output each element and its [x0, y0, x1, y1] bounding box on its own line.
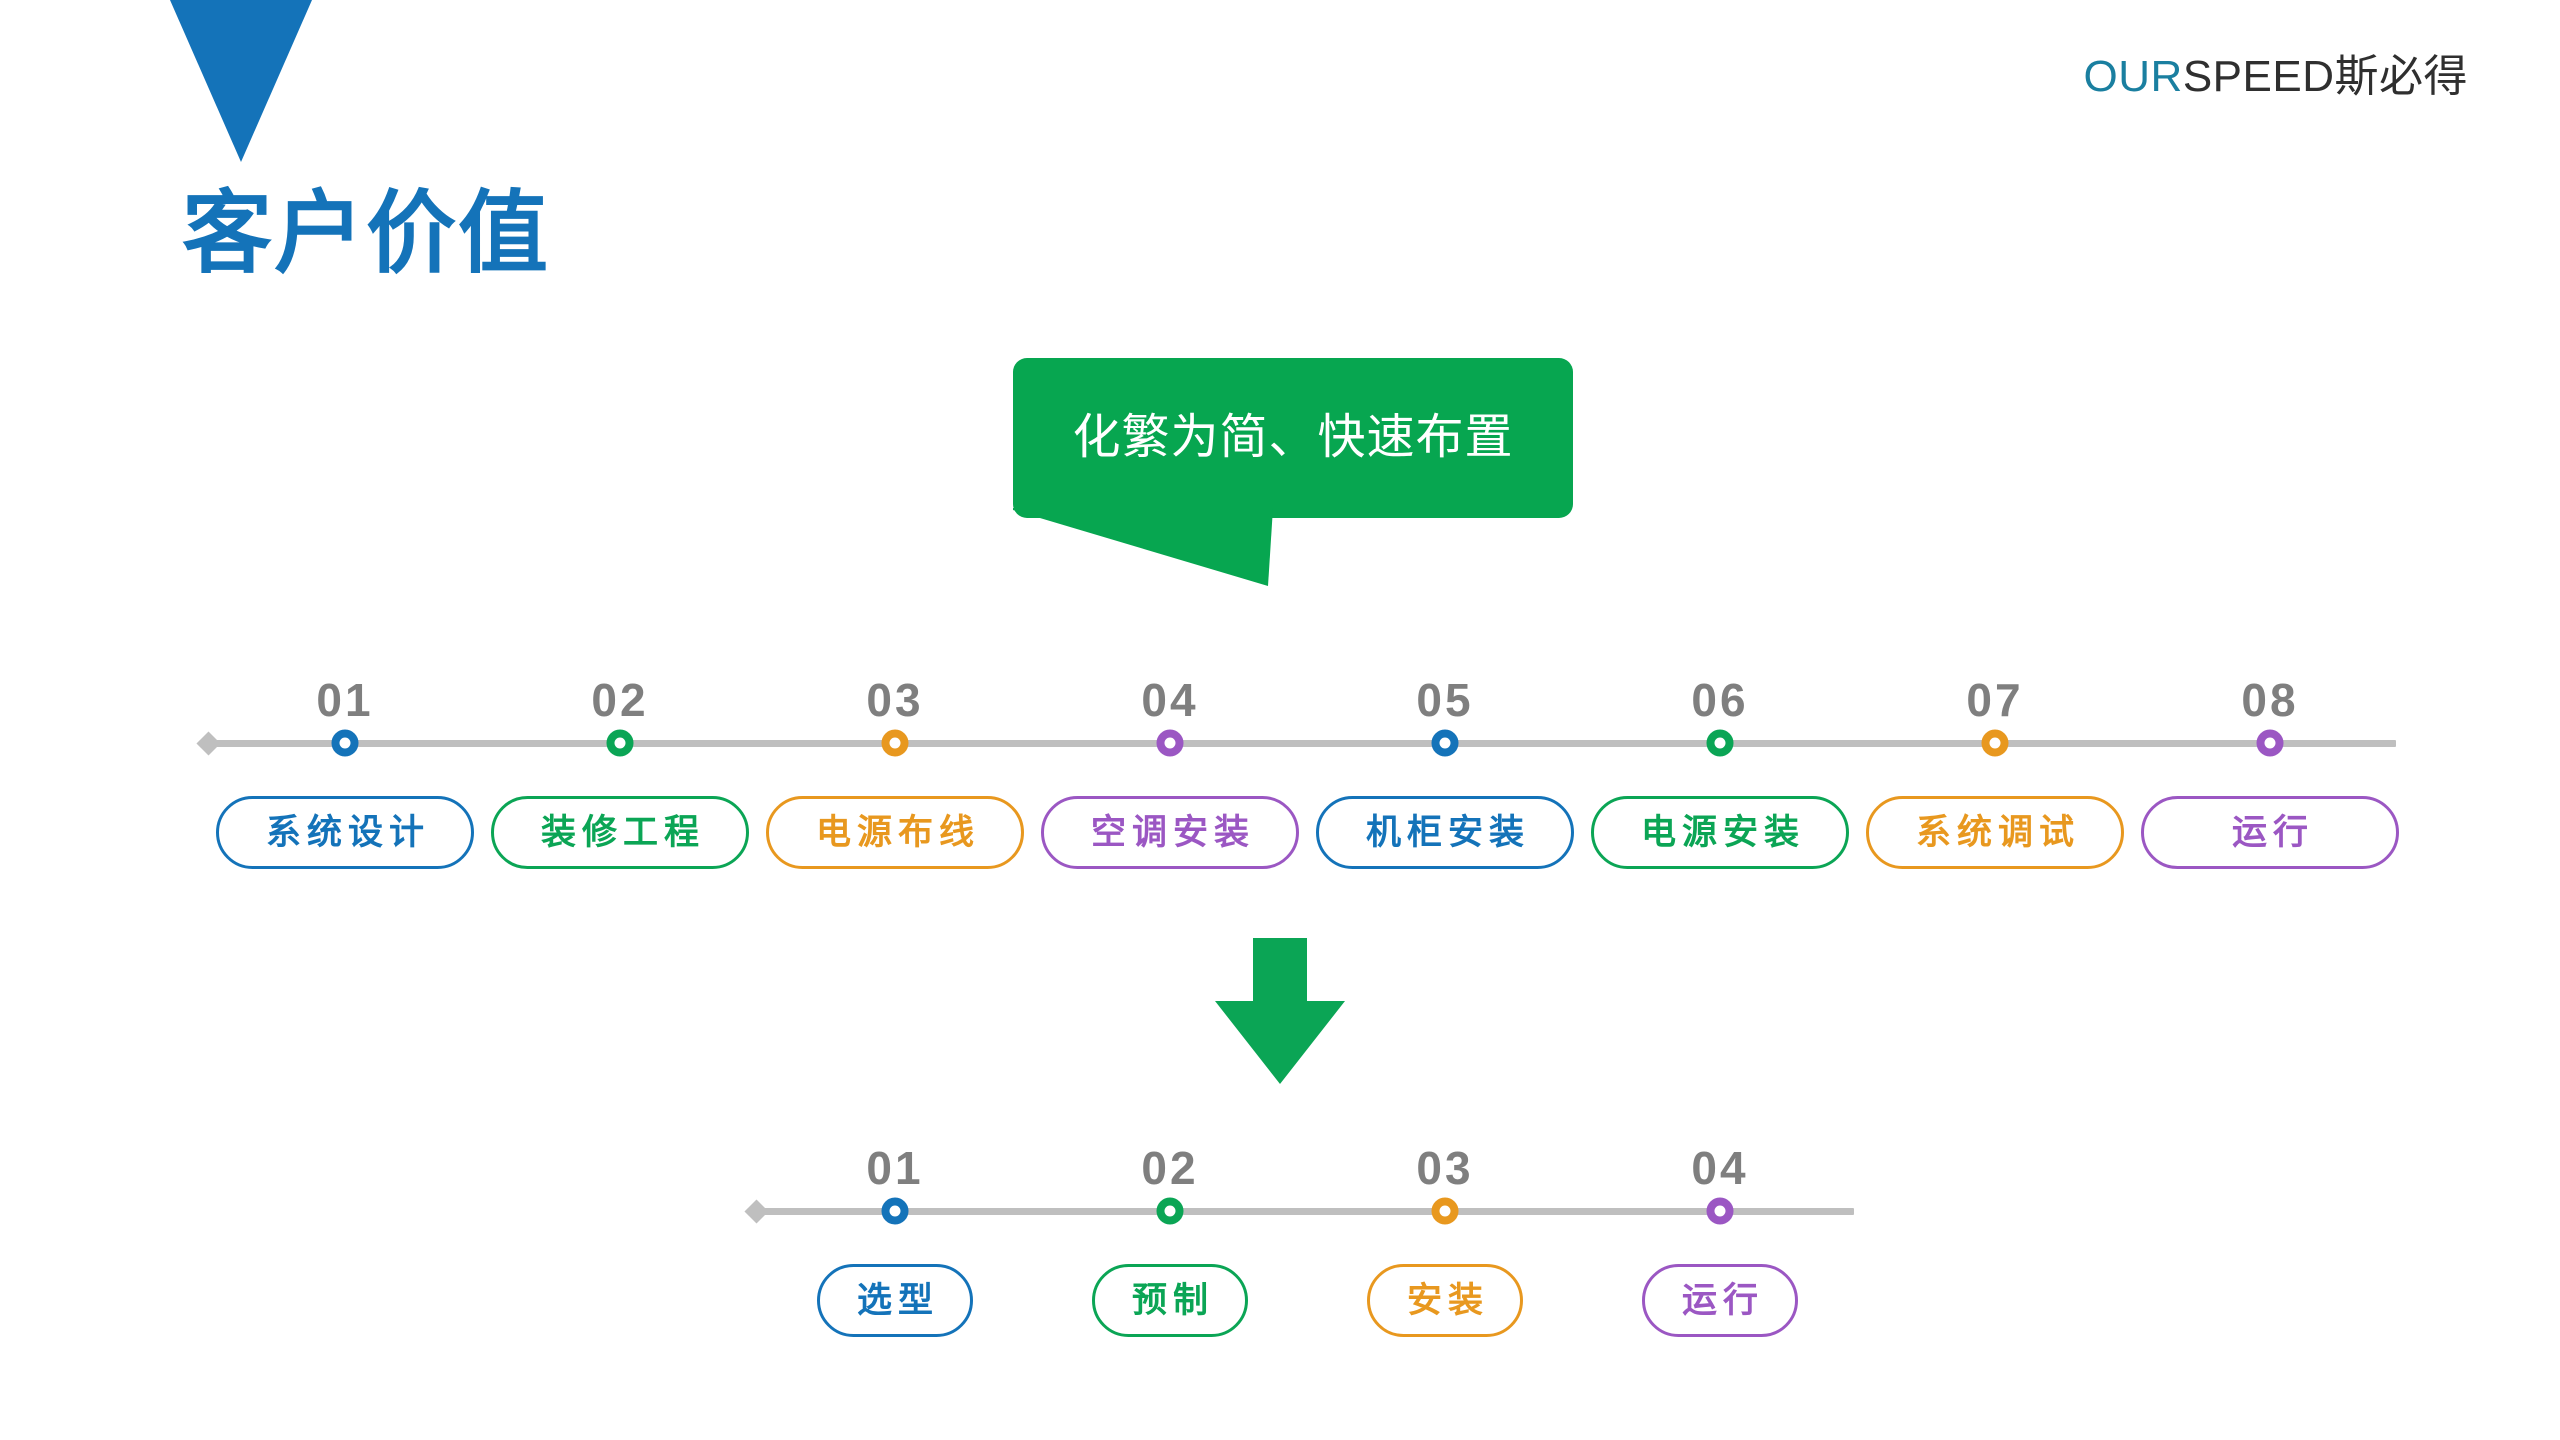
brand-logo-highlight: OUR [2083, 52, 2183, 101]
timeline-before-node-marker-icon[interactable] [1431, 729, 1459, 757]
timeline-before-node-label-pill[interactable]: 电源安装 [1591, 796, 1849, 869]
timeline-after: 01 选型 02 预制 03 安装 04 运行 [0, 1145, 2560, 1388]
callout-bubble: 化繁为简、快速布置 [1013, 358, 1573, 588]
timeline-before-node-number: 08 [2241, 674, 2299, 726]
timeline-after-node-marker-icon[interactable] [1431, 1197, 1459, 1225]
timeline-before-node-number: 02 [591, 674, 649, 726]
timeline-before-node-marker-icon[interactable] [1706, 729, 1734, 757]
timeline-after-node-label-pill[interactable]: 预制 [1092, 1264, 1248, 1337]
arrow-down-icon [1215, 938, 1345, 1084]
timeline-before-axis [206, 740, 2396, 747]
timeline-before-node-marker-icon[interactable] [606, 729, 634, 757]
timeline-after-node-number: 04 [1691, 1142, 1749, 1194]
callout-bubble-text: 化繁为简、快速布置 [1072, 411, 1514, 464]
timeline-before-node-label-pill[interactable]: 运行 [2141, 796, 2399, 869]
callout-bubble-tail-icon [1013, 508, 1273, 586]
timeline-before-node-label-pill[interactable]: 空调安装 [1041, 796, 1299, 869]
timeline-after-node-marker-icon[interactable] [1156, 1197, 1184, 1225]
timeline-before-node-marker-icon[interactable] [1981, 729, 2009, 757]
timeline-before-node-label-pill[interactable]: 装修工程 [491, 796, 749, 869]
timeline-before-node-number: 01 [316, 674, 374, 726]
timeline-after-node-marker-icon[interactable] [1706, 1197, 1734, 1225]
timeline-after-node-label-pill[interactable]: 选型 [817, 1264, 973, 1337]
timeline-before-node-marker-icon[interactable] [881, 729, 909, 757]
timeline-before-node-number: 04 [1141, 674, 1199, 726]
timeline-before-axis-start-marker [196, 731, 221, 756]
timeline-after-node-label-pill[interactable]: 安装 [1367, 1264, 1523, 1337]
page-title: 客户价值 [182, 184, 550, 284]
timeline-before-node-marker-icon[interactable] [331, 729, 359, 757]
timeline-before-node-number: 05 [1416, 674, 1474, 726]
timeline-after-node-marker-icon[interactable] [881, 1197, 909, 1225]
timeline-before-node-marker-icon[interactable] [2256, 729, 2284, 757]
timeline-after-node-number: 01 [866, 1142, 924, 1194]
timeline-after-axis [754, 1208, 1854, 1215]
timeline-before-node-label-pill[interactable]: 系统设计 [216, 796, 474, 869]
brand-logo: OURSPEED斯必得 [2084, 55, 2468, 99]
timeline-after-node-number: 02 [1141, 1142, 1199, 1194]
timeline-after-node-label-pill[interactable]: 运行 [1642, 1264, 1798, 1337]
callout-bubble-body: 化繁为简、快速布置 [1013, 358, 1573, 518]
timeline-before-node-number: 03 [866, 674, 924, 726]
triangle-down-icon [170, 0, 312, 162]
timeline-before-node-label-pill[interactable]: 机柜安装 [1316, 796, 1574, 869]
timeline-before: 01 系统设计 02 装修工程 03 电源布线 04 空调安装 05 机柜安装 06 电源安装 07 系统… [0, 677, 2560, 920]
timeline-after-node-number: 03 [1416, 1142, 1474, 1194]
timeline-before-node-label-pill[interactable]: 系统调试 [1866, 796, 2124, 869]
timeline-before-node-label-pill[interactable]: 电源布线 [766, 796, 1024, 869]
timeline-before-node-marker-icon[interactable] [1156, 729, 1184, 757]
timeline-before-node-number: 07 [1966, 674, 2024, 726]
timeline-before-node-number: 06 [1691, 674, 1749, 726]
brand-logo-rest: SPEED斯必得 [2182, 52, 2468, 101]
timeline-after-axis-start-marker [744, 1199, 769, 1224]
